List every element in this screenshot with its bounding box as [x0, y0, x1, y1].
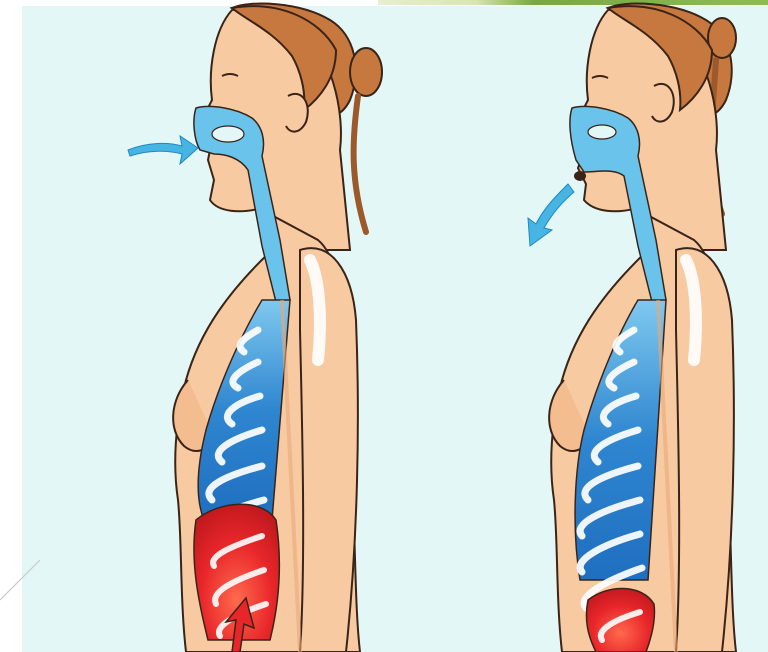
top-strip — [378, 0, 768, 5]
